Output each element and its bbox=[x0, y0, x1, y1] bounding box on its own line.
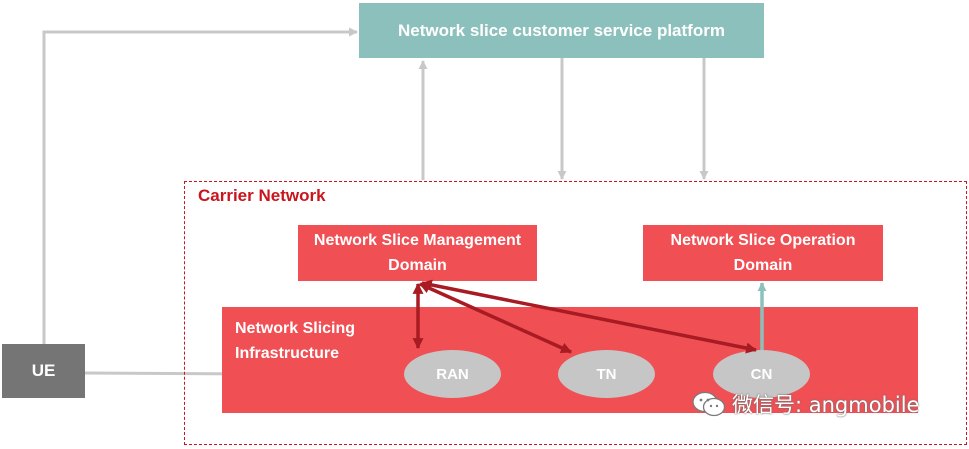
ran-node-label: RAN bbox=[436, 365, 469, 383]
operation-domain-box: Network Slice Operation Domain bbox=[643, 225, 883, 281]
tn-node: TN bbox=[558, 350, 655, 398]
watermark-text: 微信号: angmobile bbox=[732, 393, 920, 417]
customer-service-platform-label: Network slice customer service platform bbox=[398, 20, 725, 40]
slicing-infrastructure-label: Network Slicing Infrastructure bbox=[235, 320, 356, 362]
watermark: 微信号: angmobile bbox=[692, 389, 919, 419]
ue-label: UE bbox=[31, 361, 56, 380]
customer-service-platform: Network slice customer service platform bbox=[359, 3, 764, 58]
tn-node-label: TN bbox=[596, 365, 617, 383]
wechat-icon bbox=[692, 391, 726, 417]
carrier-network-boundary bbox=[184, 181, 967, 445]
carrier-network-label: Carrier Network bbox=[198, 186, 326, 205]
cn-node: CN bbox=[713, 350, 810, 398]
operation-domain-label: Network Slice Operation Domain bbox=[670, 232, 856, 274]
cn-node-label: CN bbox=[750, 365, 773, 383]
management-domain-label: Network Slice Management Domain bbox=[313, 232, 522, 274]
ue-box: UE bbox=[2, 344, 85, 398]
management-domain-box: Network Slice Management Domain bbox=[298, 225, 537, 281]
ran-node: RAN bbox=[404, 350, 501, 398]
ue-to-platform-arrow bbox=[42, 27, 358, 344]
